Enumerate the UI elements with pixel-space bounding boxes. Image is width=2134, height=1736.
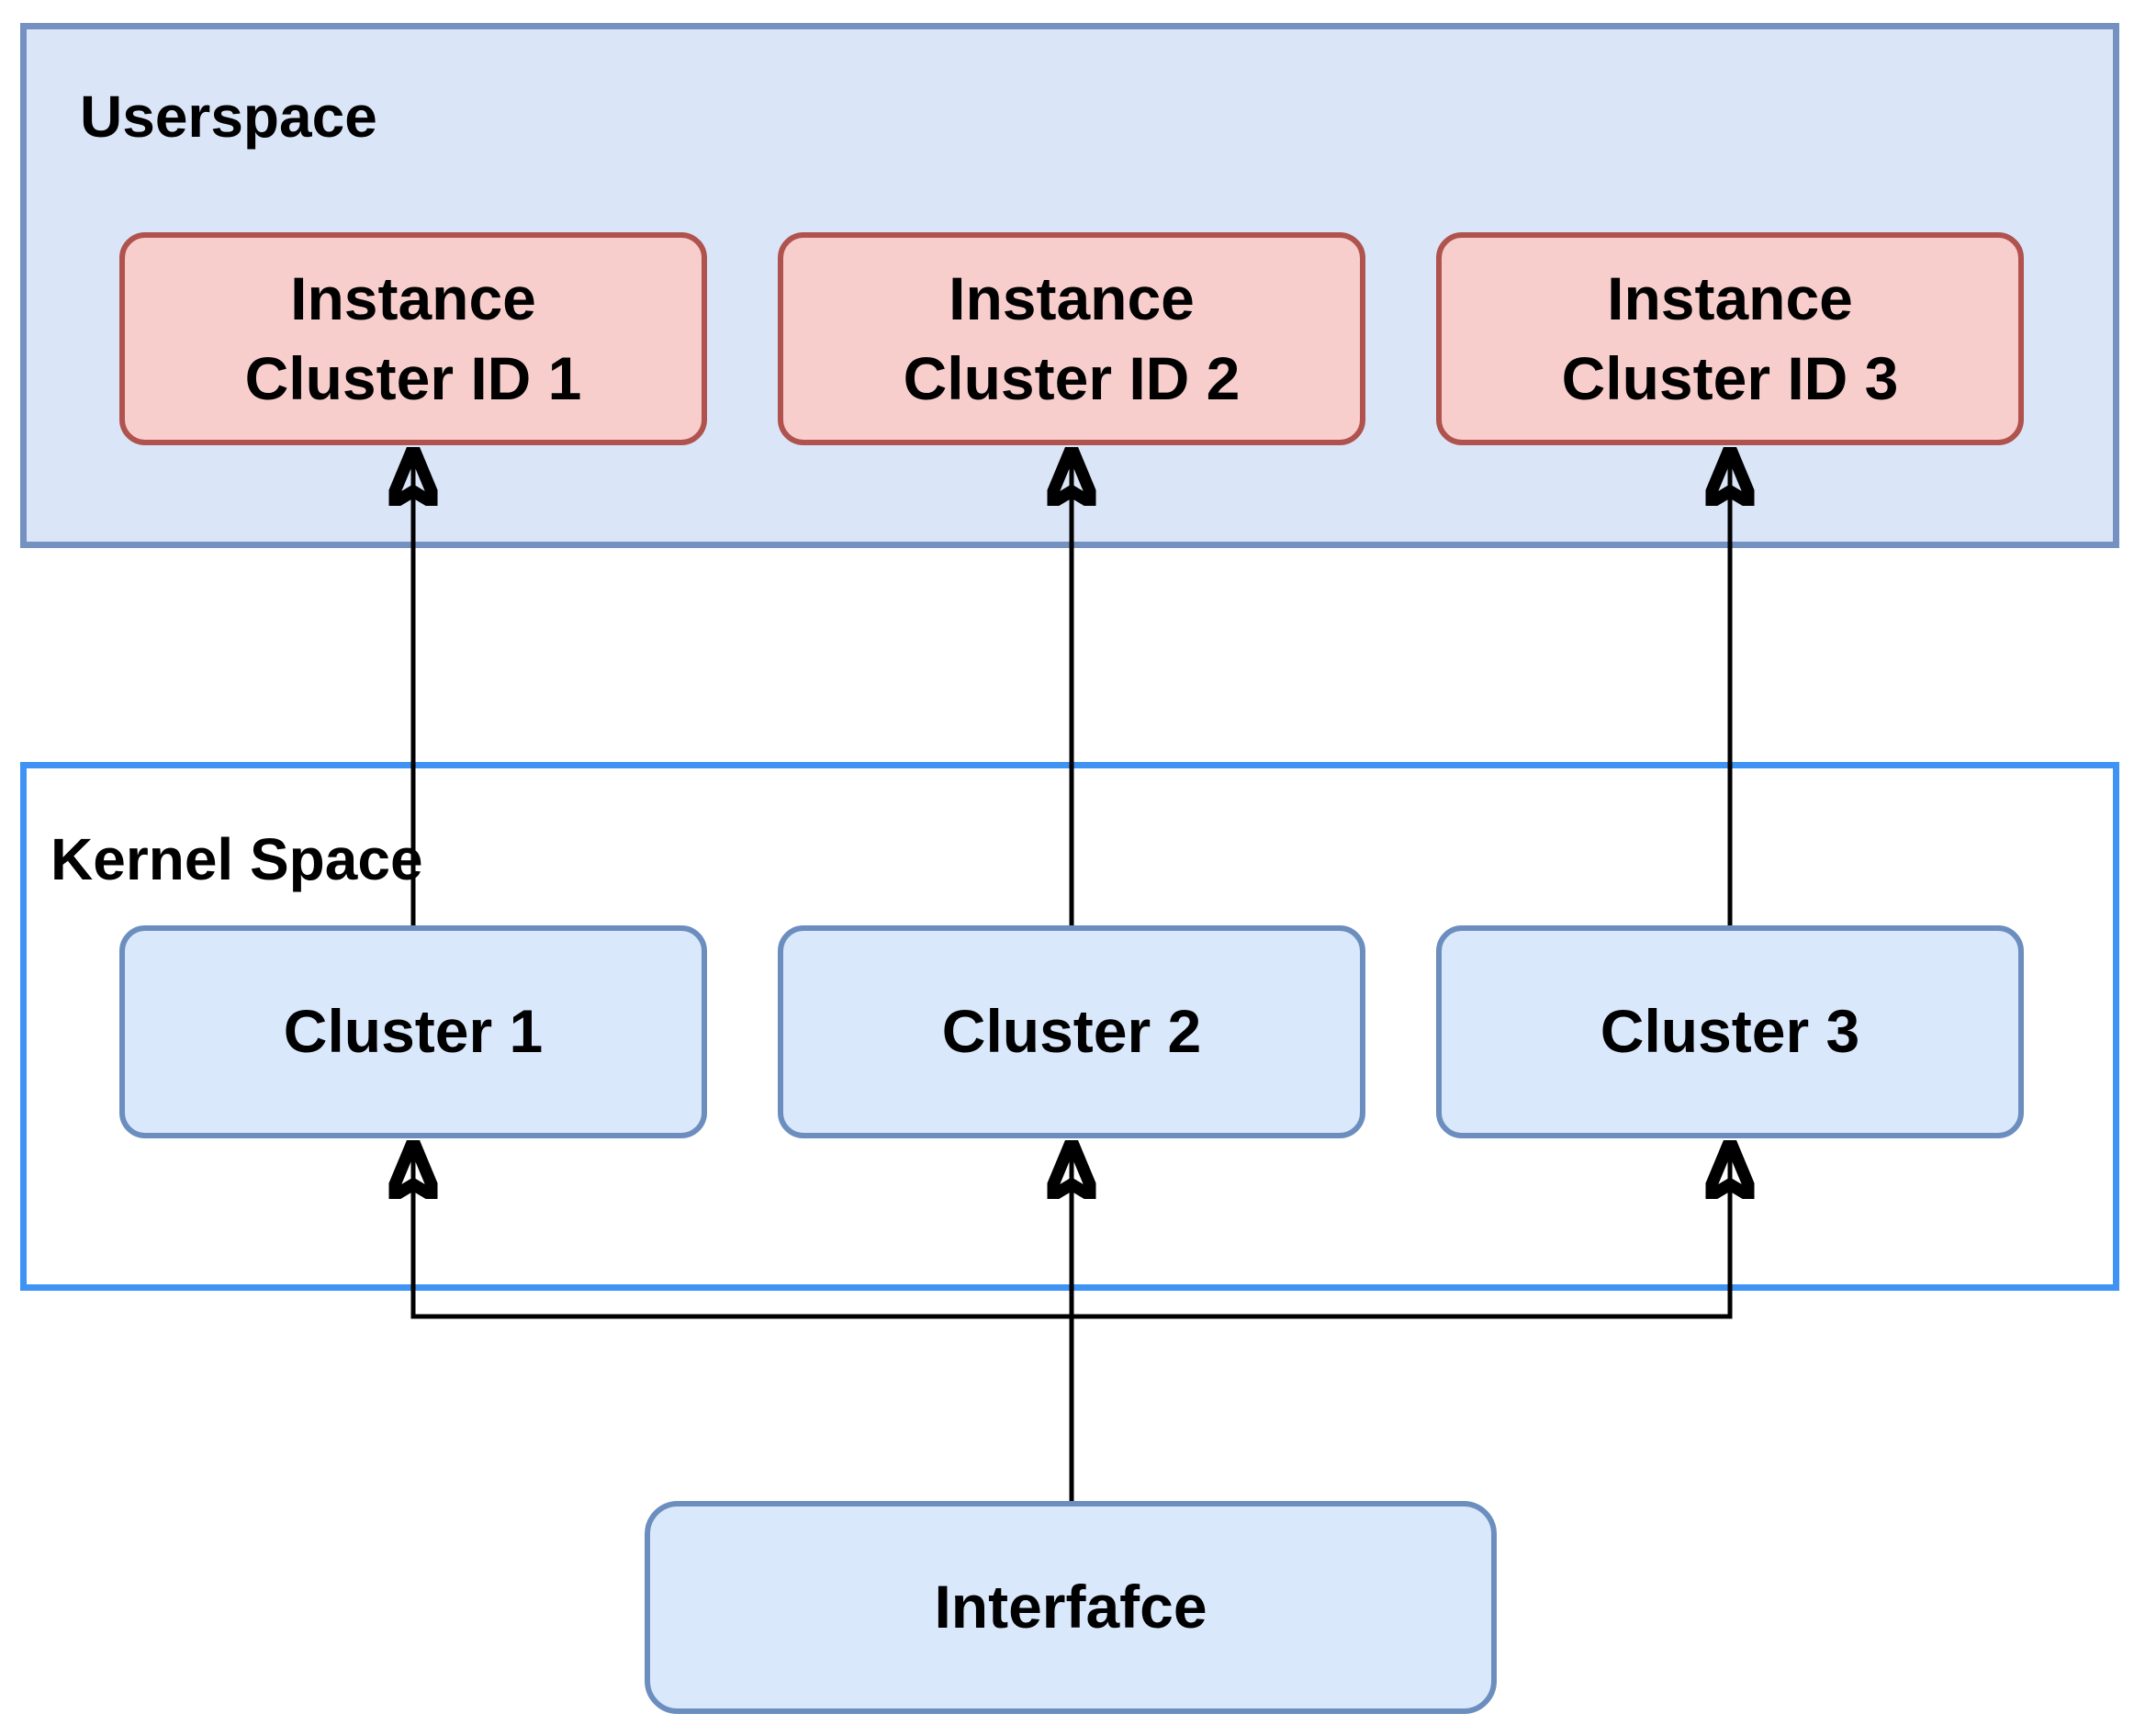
kernel-space-label: Kernel Space [51,826,423,892]
node-cluster-3-label: Cluster 3 [1600,997,1860,1066]
node-instance-cluster-id-3-label: Instance Cluster ID 3 [1561,263,1899,412]
userspace-label: Userspace [80,84,377,150]
node-instance-cluster-id-1: Instance Cluster ID 1 [119,232,707,445]
node-cluster-2: Cluster 2 [778,925,1365,1138]
node-instance-cluster-id-2: Instance Cluster ID 2 [778,232,1365,445]
node-cluster-2-label: Cluster 2 [941,997,1202,1066]
node-interfafce-label: Interfafce [934,1573,1207,1641]
node-cluster-3: Cluster 3 [1436,925,2024,1138]
node-instance-cluster-id-3: Instance Cluster ID 3 [1436,232,2024,445]
node-instance-cluster-id-2-label: Instance Cluster ID 2 [903,263,1241,412]
node-cluster-1-label: Cluster 1 [283,997,544,1066]
node-cluster-1: Cluster 1 [119,925,707,1138]
node-instance-cluster-id-1-label: Instance Cluster ID 1 [244,263,582,412]
node-interfafce: Interfafce [645,1501,1497,1714]
